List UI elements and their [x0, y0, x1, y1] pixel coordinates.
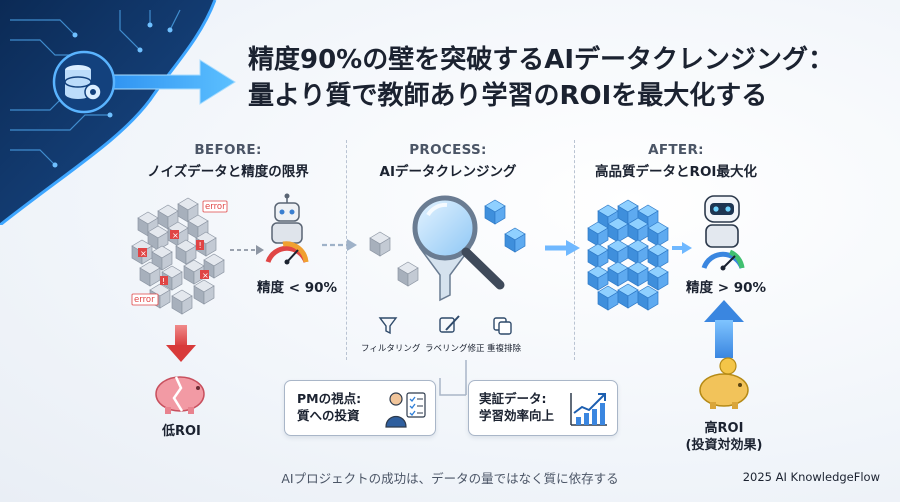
high-accuracy-robot-icon [701, 195, 745, 271]
before-title: BEFORE: [194, 142, 262, 158]
data-card-line-2: 学習効率向上 [479, 408, 555, 423]
title-line-2: 量より質で教師あり学習のROIを最大化する [248, 81, 768, 111]
before-heading: BEFORE: ノイズデータと精度の限界 [108, 142, 348, 180]
step-label-filtering: フィルタリング [361, 344, 421, 354]
circuit-corner-graphic [0, 0, 236, 225]
footer-caption: AIプロジェクトの成功は、データの量ではなく質に依存する [281, 471, 619, 486]
high-roi-line-2: (投資対効果) [685, 438, 763, 453]
svg-text:×: × [140, 249, 147, 258]
pm-card-line-2: 質への投資 [297, 408, 360, 423]
after-accuracy-label: 精度 > 90% [686, 280, 767, 296]
high-roi-label: 高ROI (投資対効果) [672, 420, 776, 454]
edit-icon [439, 315, 460, 333]
duplicate-icon [493, 317, 512, 335]
after-subtitle: 高品質データとROI最大化 [595, 164, 757, 180]
step-label-dedup: 重複排除 [487, 344, 522, 354]
piggy-bank-coin-icon [699, 357, 749, 409]
funnel-icon [378, 317, 398, 335]
pm-card-line-1: PMの視点: [297, 391, 362, 406]
low-roi-label: 低ROI [162, 424, 201, 439]
solid-arrow-3 [545, 240, 580, 256]
database-icon [64, 65, 92, 99]
before-subtitle: ノイズデータと精度の限界 [147, 164, 309, 180]
data-card-text: 実証データ: 学習効率向上 [479, 390, 554, 424]
page-title: 精度90%の壁を突破するAIデータクレンジング： 量より質で教師あり学習のROI… [248, 42, 888, 114]
process-subtitle: AIデータクレンジング [379, 164, 517, 180]
svg-text:×: × [172, 231, 179, 240]
solid-arrow-4 [672, 242, 692, 254]
gear-icon [84, 83, 102, 101]
process-output-cubes [484, 199, 526, 253]
dashed-arrow-1 [230, 245, 264, 255]
high-roi-line-1: 高ROI [704, 421, 744, 436]
data-card-line-1: 実証データ: [479, 391, 547, 406]
growth-chart-icon [570, 393, 607, 426]
magnifier-funnel-icon [412, 195, 505, 302]
evidence-data-card: 実証データ: 学習効率向上 [468, 380, 618, 436]
error-tag-1: error [205, 202, 226, 212]
pm-card-text: PMの視点: 質への投資 [297, 390, 361, 424]
title-line-1: 精度90%の壁を突破するAIデータクレンジング： [248, 45, 835, 75]
clean-data-cubes [587, 199, 669, 311]
column-divider-1 [346, 140, 347, 360]
svg-text:×: × [202, 271, 209, 280]
up-arrow-icon [704, 300, 744, 358]
svg-text:!: ! [199, 241, 202, 250]
credit-text: 2025 AI KnowledgeFlow [742, 470, 880, 484]
low-accuracy-robot-icon [265, 193, 309, 265]
dashed-arrow-2 [322, 239, 357, 251]
process-heading: PROCESS: AIデータクレンジング [328, 142, 568, 180]
after-title: AFTER: [648, 142, 704, 158]
before-accuracy-label: 精度 < 90% [257, 280, 338, 296]
process-title: PROCESS: [409, 142, 487, 158]
process-input-cubes [369, 231, 419, 287]
down-arrow-icon [166, 325, 196, 362]
checklist-person-icon [385, 392, 426, 428]
after-heading: AFTER: 高品質データとROI最大化 [556, 142, 796, 180]
error-tag-2: error [134, 295, 155, 305]
pm-perspective-card: PMの視点: 質への投資 [284, 380, 436, 436]
svg-text:!: ! [162, 277, 165, 286]
step-label-relabeling: ラベリング修正 [425, 344, 485, 354]
error-marks: × ! × × ! [138, 230, 209, 286]
broken-piggy-bank-icon [155, 376, 205, 414]
